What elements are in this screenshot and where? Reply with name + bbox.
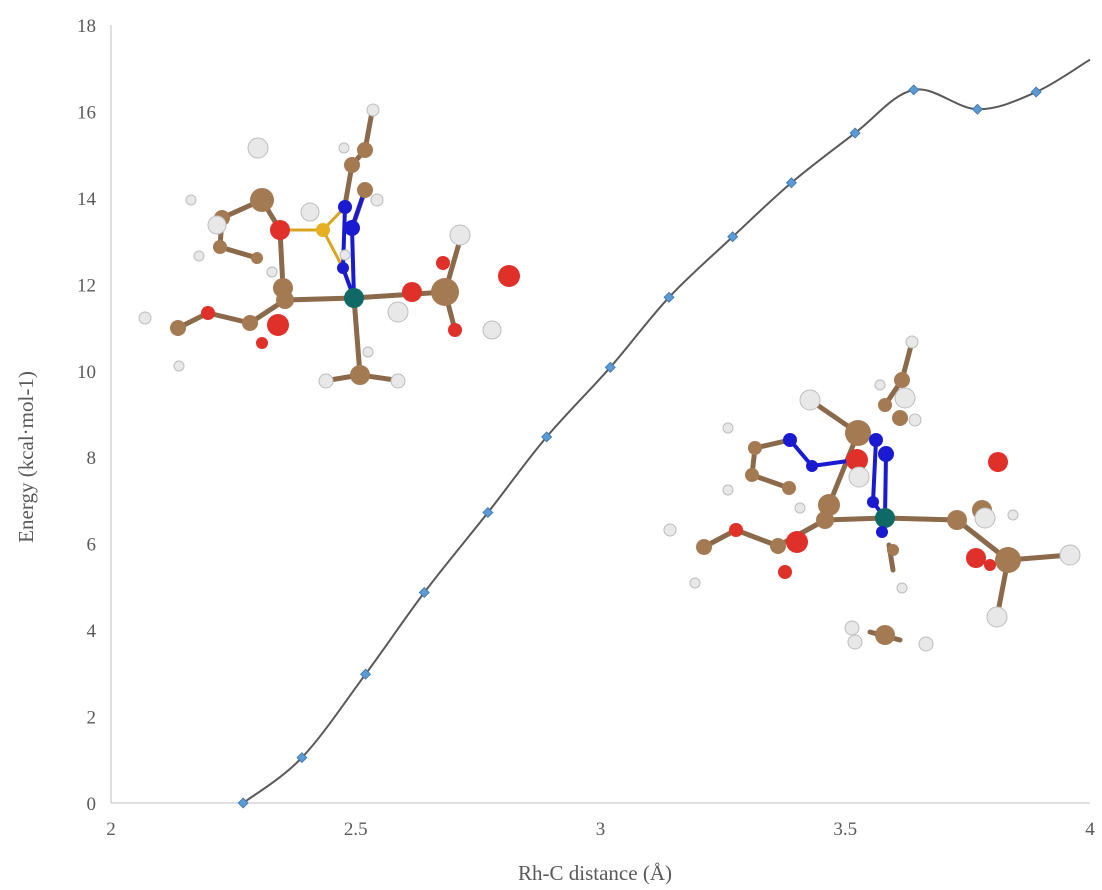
molecule-structure-left bbox=[138, 103, 520, 389]
y-tick-label: 0 bbox=[87, 794, 97, 815]
energy-curve-line bbox=[242, 58, 1091, 804]
y-tick-label: 6 bbox=[87, 535, 97, 556]
data-point bbox=[785, 177, 797, 189]
data-point bbox=[482, 507, 494, 519]
x-tick-label: 3 bbox=[596, 819, 606, 840]
y-tick-labels: 0 2 4 6 8 10 12 14 16 18 bbox=[77, 16, 97, 815]
y-tick-label: 4 bbox=[87, 621, 97, 642]
y-tick-label: 14 bbox=[77, 189, 97, 210]
y-tick-label: 8 bbox=[87, 448, 97, 469]
data-point bbox=[604, 361, 616, 373]
data-point bbox=[360, 668, 372, 680]
x-tick-label: 2.5 bbox=[344, 819, 368, 840]
x-tick-label: 4 bbox=[1085, 819, 1095, 840]
data-point bbox=[541, 431, 553, 443]
y-tick-label: 2 bbox=[87, 708, 97, 729]
y-tick-label: 10 bbox=[77, 362, 96, 383]
x-axis-title: Rh-C distance (Å) bbox=[518, 861, 672, 885]
y-tick-label: 18 bbox=[77, 16, 96, 37]
data-point bbox=[418, 586, 430, 599]
data-point bbox=[296, 752, 308, 764]
data-point bbox=[727, 231, 739, 243]
data-point bbox=[663, 291, 675, 303]
y-tick-label: 16 bbox=[77, 102, 96, 123]
data-point-markers bbox=[237, 84, 1042, 809]
molecule-structure-right bbox=[663, 335, 1081, 652]
data-point bbox=[237, 797, 249, 809]
data-point bbox=[971, 103, 983, 115]
x-tick-label: 2 bbox=[106, 819, 116, 840]
x-tick-label: 3.5 bbox=[833, 819, 857, 840]
y-tick-label: 12 bbox=[77, 275, 96, 296]
data-point bbox=[908, 84, 920, 96]
data-point bbox=[1030, 86, 1042, 98]
data-point bbox=[849, 127, 861, 139]
y-axis-title: Energy (kcal·mol-1) bbox=[14, 371, 38, 543]
x-tick-labels: 2 2.5 3 3.5 4 bbox=[106, 819, 1095, 840]
